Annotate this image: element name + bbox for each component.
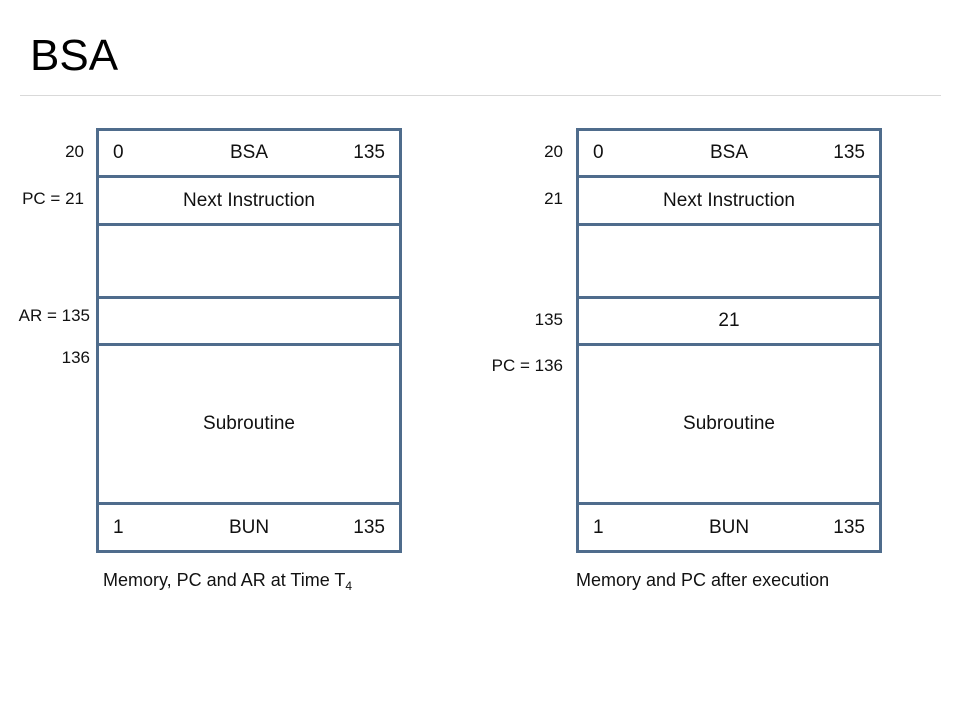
stored-value: 21 xyxy=(718,310,740,331)
cell-border xyxy=(99,502,399,505)
operand: 135 xyxy=(353,516,385,538)
opcode: BUN xyxy=(708,516,750,538)
right-cell-bsa: 0 BSA 135 xyxy=(579,131,879,175)
indirect-bit: 1 xyxy=(593,516,604,538)
left-address-subroutine: 136 xyxy=(61,348,90,367)
right-cell-next-instruction: Next Instruction xyxy=(579,178,879,223)
cell-border xyxy=(99,175,399,178)
right-cell-gap xyxy=(579,226,879,296)
indirect-bit: 0 xyxy=(593,142,604,163)
left-address-next: PC = 21 xyxy=(22,189,84,208)
left-caption-subscript: 4 xyxy=(345,579,353,593)
left-address-ar: AR = 135 xyxy=(18,306,90,325)
indirect-bit: 0 xyxy=(113,142,124,163)
right-address-subroutine: PC = 136 xyxy=(491,356,563,375)
cell-border xyxy=(99,550,399,553)
cell-border xyxy=(99,128,399,131)
left-cell-next-instruction: Next Instruction xyxy=(99,178,399,223)
left-caption: Memory, PC and AR at Time T4 xyxy=(103,570,352,593)
subroutine-label: Subroutine xyxy=(683,413,775,434)
cell-border xyxy=(579,223,879,226)
right-cell-stored-address: 21 xyxy=(579,299,879,343)
right-address-ar: 135 xyxy=(534,310,563,329)
cell-border xyxy=(579,502,879,505)
left-cell-gap xyxy=(99,226,399,296)
left-cell-bsa: 0 BSA 135 xyxy=(99,131,399,175)
left-cell-stored-address xyxy=(99,299,399,343)
cell-border xyxy=(579,343,879,346)
operand: 135 xyxy=(353,142,385,163)
subroutine-label: Subroutine xyxy=(203,413,295,434)
opcode: BUN xyxy=(228,516,270,538)
cell-border xyxy=(99,223,399,226)
right-address-bsa: 20 xyxy=(544,142,563,161)
operand: 135 xyxy=(833,142,865,163)
left-memory-block: 0 BSA 135 Next Instruction Subroutine 1 … xyxy=(96,128,402,553)
cell-border xyxy=(579,296,879,299)
left-cell-subroutine: Subroutine xyxy=(99,346,399,502)
right-cell-subroutine: Subroutine xyxy=(579,346,879,502)
cell-border xyxy=(579,550,879,553)
slide-title: BSA xyxy=(30,31,119,80)
opcode: BSA xyxy=(229,142,269,163)
indirect-bit: 1 xyxy=(113,516,124,538)
right-cell-bun: 1 BUN 135 xyxy=(579,505,879,550)
cell-border xyxy=(99,343,399,346)
opcode: BSA xyxy=(709,142,749,163)
next-instruction-label: Next Instruction xyxy=(663,189,795,211)
left-cell-bun: 1 BUN 135 xyxy=(99,505,399,550)
left-address-bsa: 20 xyxy=(65,142,84,161)
left-caption-text: Memory, PC and AR at Time T xyxy=(103,570,346,590)
title-divider xyxy=(20,95,941,96)
cell-border xyxy=(579,175,879,178)
cell-border xyxy=(579,128,879,131)
right-address-next: 21 xyxy=(544,189,563,208)
right-memory-block: 0 BSA 135 Next Instruction 21 Subroutine… xyxy=(576,128,882,553)
right-caption: Memory and PC after execution xyxy=(576,570,829,593)
right-caption-text: Memory and PC after execution xyxy=(576,570,830,590)
operand: 135 xyxy=(833,516,865,538)
next-instruction-label: Next Instruction xyxy=(183,189,315,211)
cell-border xyxy=(99,296,399,299)
